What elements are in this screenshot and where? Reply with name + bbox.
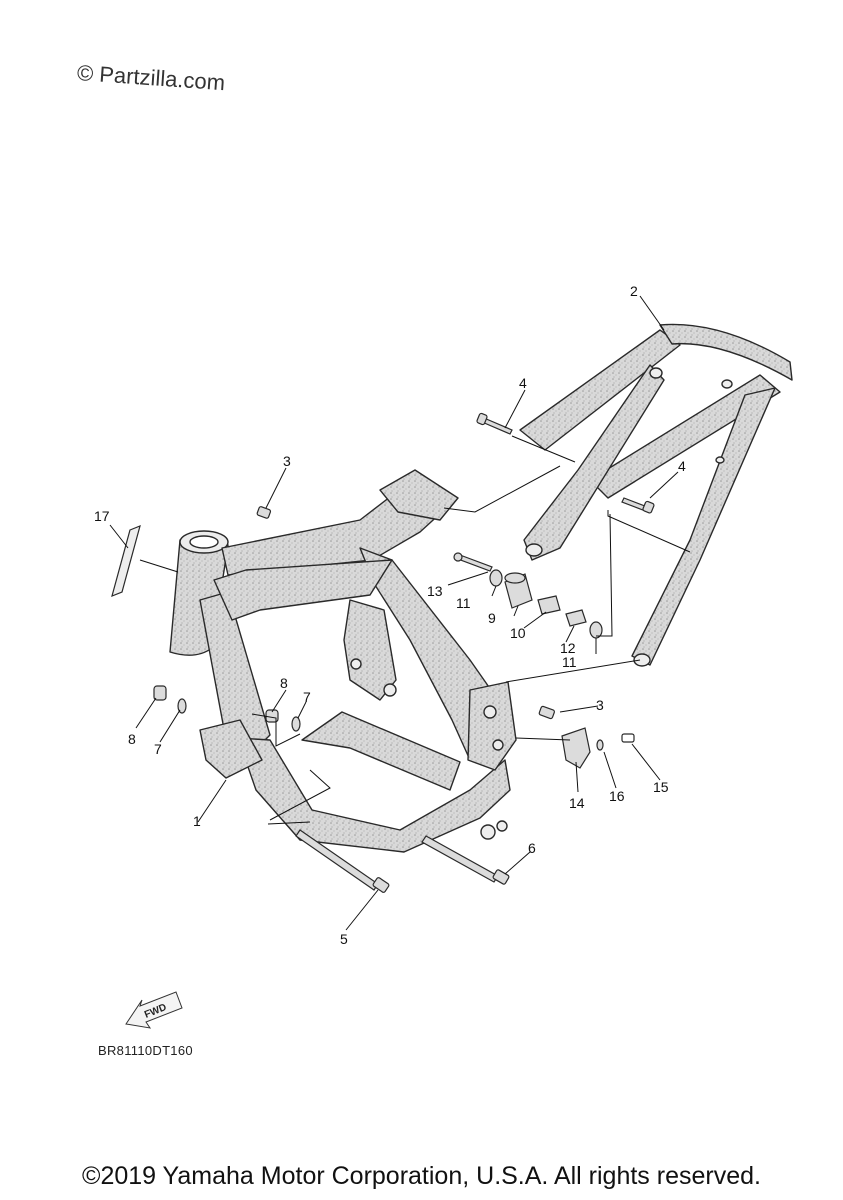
- callout-1: 1: [193, 813, 201, 829]
- callout-12: 12: [560, 640, 576, 656]
- hardware: [111, 412, 655, 893]
- part-12-collar: [565, 609, 587, 627]
- callout-8-left: 8: [128, 731, 136, 747]
- rear-frame-left-strut: [523, 364, 665, 561]
- rear-frame-right-strut: [631, 387, 776, 666]
- callout-11-right: 11: [562, 654, 577, 670]
- part-17-plate: [111, 524, 141, 598]
- callout-5: 5: [340, 931, 348, 947]
- callout-4-upper: 4: [519, 375, 527, 391]
- callout-2: 2: [630, 283, 638, 299]
- callout-11-left: 11: [456, 595, 471, 611]
- part-7-washer-left: [177, 698, 187, 714]
- callout-7-right: 7: [303, 689, 311, 705]
- rear-frame-right-rail: [589, 374, 781, 499]
- part-13-bolt: [457, 554, 493, 572]
- callout-10: 10: [510, 625, 526, 641]
- callout-4-lower: 4: [678, 458, 686, 474]
- rear-frame-top-loop: [659, 323, 793, 381]
- callout-8-right: 8: [280, 675, 288, 691]
- main-frame: [169, 469, 517, 853]
- callout-14: 14: [569, 795, 585, 811]
- rear-frame-left-rail: [519, 329, 681, 451]
- part-11-washer-a: [489, 569, 503, 587]
- engine-mount-plate: [343, 599, 397, 701]
- lower-cradle-front: [199, 719, 263, 779]
- callout-3-lower: 3: [596, 697, 604, 713]
- part-3-bolt-lower: [538, 705, 555, 720]
- part-14-bracket: [561, 727, 591, 769]
- rear-frame: [519, 323, 793, 667]
- callout-6: 6: [528, 840, 536, 856]
- down-tube-right: [213, 559, 393, 621]
- callout-3-upper: 3: [283, 453, 291, 469]
- leader-lines: [109, 389, 679, 931]
- callout-17: 17: [94, 508, 110, 524]
- part-16-washer: [596, 739, 604, 751]
- fwd-arrow-icon: FWD: [125, 991, 183, 1029]
- part-7-washer-right: [291, 716, 301, 732]
- lower-cradle: [237, 737, 511, 853]
- part-6-long-bolt: [421, 835, 499, 883]
- part-5-long-bolt: [295, 829, 379, 891]
- callouts: 2 4 4 3 17 13 11 9 10 12 11 8 7 8 7 3 1 …: [94, 283, 686, 947]
- crossmember: [301, 711, 461, 791]
- callout-13: 13: [427, 583, 443, 599]
- part-3-bolt-upper: [256, 506, 272, 519]
- part-8-collar-left: [153, 685, 167, 701]
- callout-16: 16: [609, 788, 625, 804]
- part-4-bolt-upper: [481, 417, 513, 435]
- part-15-bolt: [621, 733, 635, 743]
- guide-lines: [139, 295, 691, 825]
- copyright-notice: ©2019 Yamaha Motor Corporation, U.S.A. A…: [82, 1162, 761, 1190]
- diagram-code: BR81110DT160: [98, 1043, 193, 1058]
- swingarm-pivot: [467, 681, 517, 771]
- callout-15: 15: [653, 779, 669, 795]
- callout-9: 9: [488, 610, 496, 626]
- part-10-collar: [537, 595, 561, 615]
- callout-7-left: 7: [154, 741, 162, 757]
